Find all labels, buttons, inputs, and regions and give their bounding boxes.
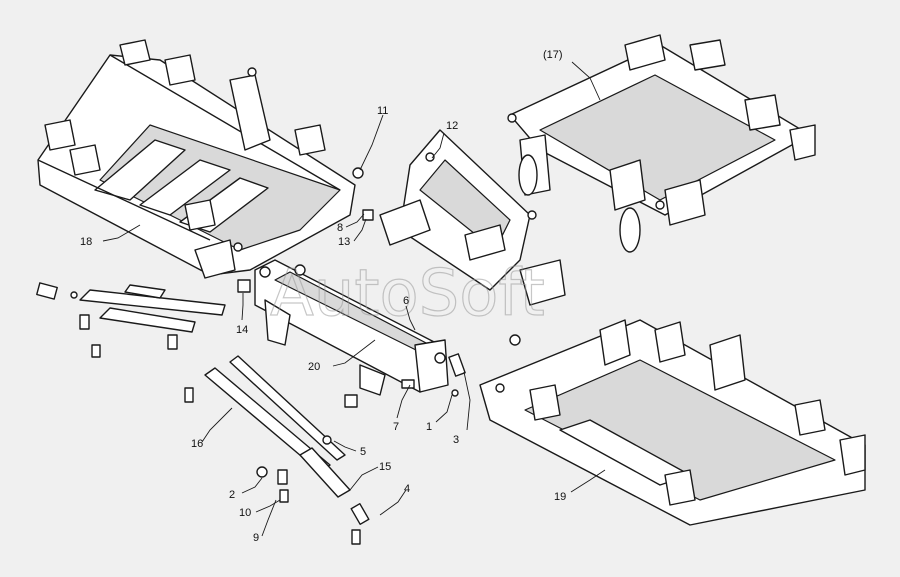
callout-10: 10 [239, 507, 251, 519]
callout-19: 19 [554, 491, 566, 503]
callout-18: 18 [80, 236, 92, 248]
callout-14: 14 [236, 324, 248, 336]
callout-13: 13 [338, 236, 350, 248]
callout-12: 12 [446, 120, 458, 132]
callout-5: 5 [360, 446, 366, 458]
leader-lines [102, 61, 606, 537]
callout-6: 6 [403, 295, 409, 307]
part-16-link [184, 355, 346, 473]
callout-8: 8 [337, 222, 343, 234]
callout-16: 16 [191, 438, 203, 450]
part-20-beam [254, 259, 449, 396]
part-12-frame [379, 129, 566, 346]
callout-2: 2 [229, 489, 235, 501]
callout-4: 4 [404, 483, 410, 495]
small-hardware [237, 167, 466, 408]
callout-7: 7 [393, 421, 399, 433]
callout-15: 15 [379, 461, 391, 473]
left-arm-assembly [36, 282, 226, 358]
callout-3: 3 [453, 434, 459, 446]
callout-1: 1 [426, 421, 432, 433]
part-17-frame [507, 34, 816, 253]
callout-11: 11 [377, 105, 388, 117]
watermark-text: AutoSoft [270, 257, 545, 331]
callout-9: 9 [253, 532, 259, 544]
part-15-link [256, 435, 370, 545]
part-19-frame [479, 319, 866, 526]
callout-17: (17) [543, 49, 563, 61]
part-18-frame [37, 39, 356, 279]
callout-labels: 11 12 8 13 14 18 (17) 6 20 7 1 3 5 16 15… [80, 49, 566, 544]
callout-20: 20 [308, 361, 320, 373]
